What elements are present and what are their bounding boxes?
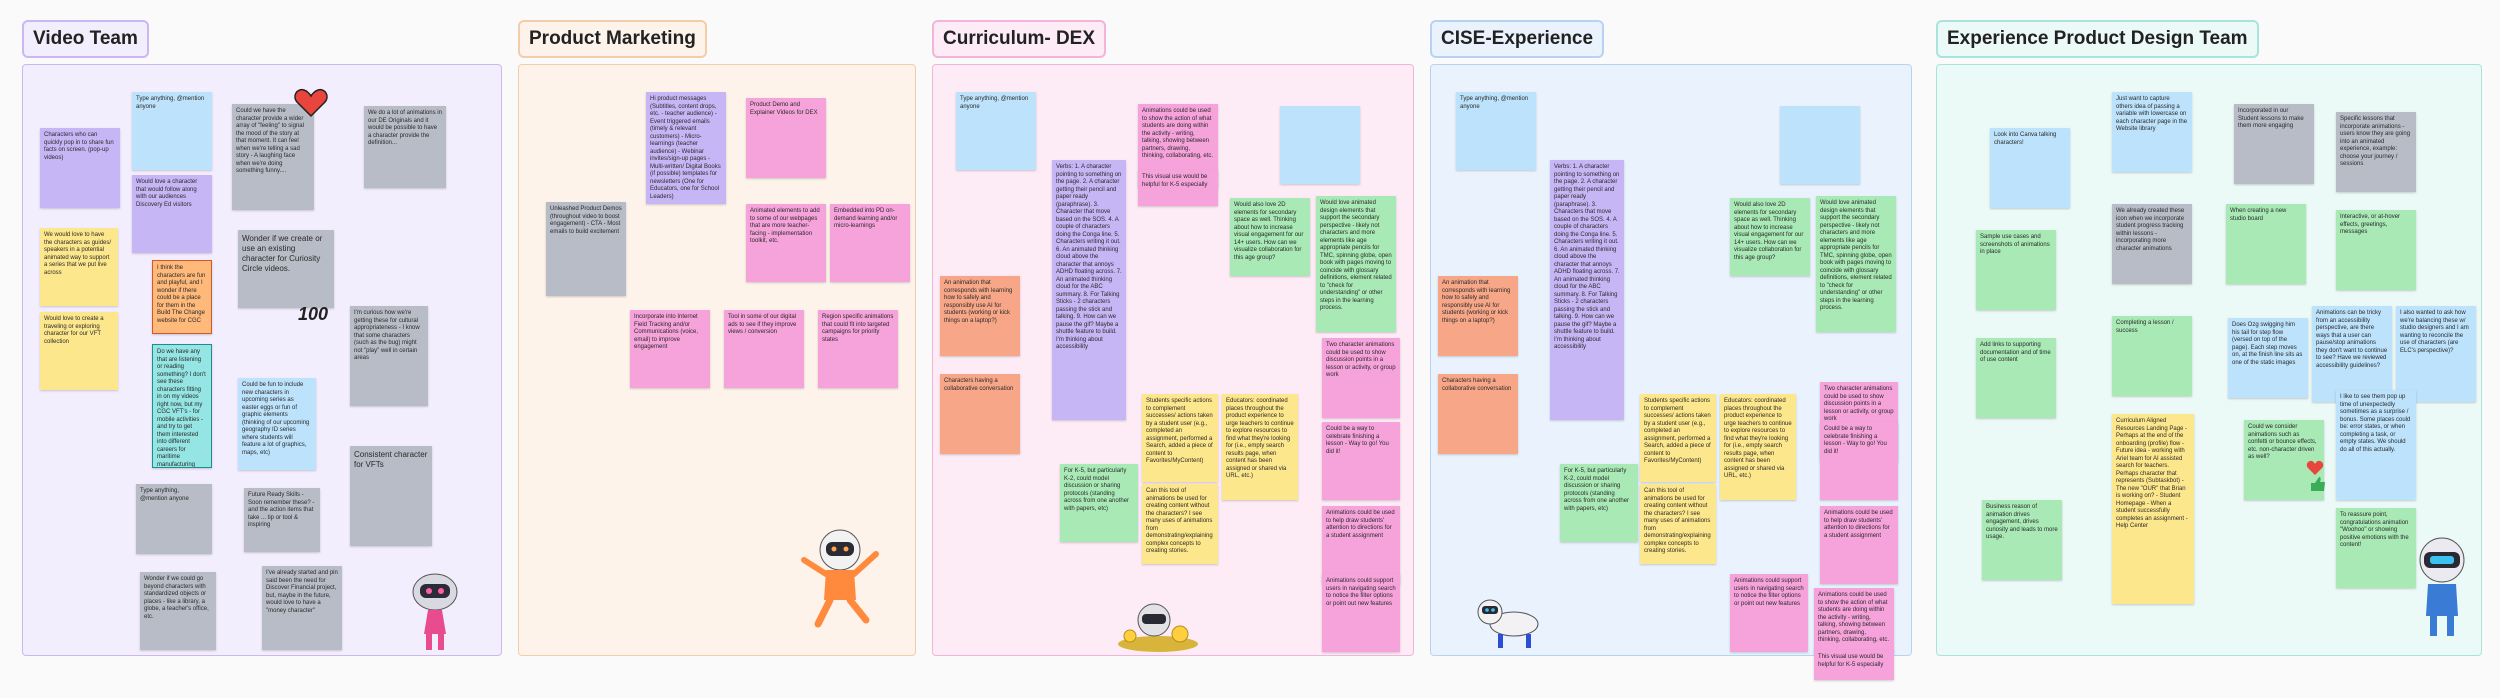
sticky-note[interactable]: Could we consider animations such as con… [2244, 420, 2324, 500]
heart-reaction-icon [2306, 460, 2324, 475]
sticky-note[interactable]: Could be a way to celebrate finishing a … [1820, 422, 1898, 500]
sticky-note[interactable]: Educators: coordinated places throughout… [1222, 394, 1298, 500]
sticky-note[interactable]: Characters having a collaborative conver… [940, 374, 1020, 454]
sticky-note[interactable]: Animations can be tricky from an accessi… [2312, 306, 2392, 402]
sticky-note[interactable]: Animations could support users in naviga… [1730, 574, 1808, 652]
section-title-cise[interactable]: CISE-Experience [1430, 20, 1605, 58]
sticky-note[interactable]: Completing a lesson / success [2112, 316, 2192, 396]
sticky-note[interactable]: Can this tool of animations be used for … [1142, 484, 1218, 564]
sticky-note[interactable]: Future Ready Skills - Soon remember thes… [244, 488, 320, 552]
sticky-note[interactable]: Verbs: 1. A character pointing to someth… [1550, 160, 1624, 420]
sticky-note[interactable]: We would love to have the characters as … [40, 228, 118, 306]
sticky-note[interactable]: Do we have any that are listening or rea… [152, 344, 212, 468]
sticky-note[interactable]: We do a lot of animations in our DE Orig… [364, 106, 446, 188]
sticky-note[interactable]: Would love animated design elements that… [1816, 196, 1896, 332]
sticky-note[interactable]: Embedded into PD on-demand learning and/… [830, 204, 910, 282]
sticky-note[interactable]: Type anything, @mention anyone [132, 92, 212, 170]
sticky-note[interactable]: Would love to create a traveling or expl… [40, 312, 118, 390]
sticky-note[interactable]: Interactive, or at-hover effects, greeti… [2336, 210, 2416, 290]
gold-trophy-character-illustration [1118, 603, 1198, 652]
sticky-note[interactable]: Would also love 2D elements for secondar… [1230, 198, 1310, 276]
sticky-note[interactable]: Would also love 2D elements for secondar… [1730, 198, 1810, 276]
sticky-note[interactable]: Characters who can quickly pop in to sha… [40, 128, 120, 208]
robot-character-illustration [412, 573, 458, 650]
sticky-note[interactable]: Sample use cases and screenshots of anim… [1976, 230, 2056, 310]
section-title-experience-design[interactable]: Experience Product Design Team [1936, 20, 2259, 58]
sticky-note[interactable]: Characters having a collaborative conver… [1438, 374, 1518, 454]
sticky-note[interactable]: Type anything, @mention anyone [1456, 92, 1536, 170]
sticky-note[interactable]: Can this tool of animations be used for … [1640, 484, 1716, 564]
sticky-note[interactable]: Type anything, @mention anyone [956, 92, 1036, 170]
sticky-note[interactable]: I'm curious how we're getting these for … [350, 306, 428, 406]
sticky-note[interactable]: Incorporated in our Student lessons to m… [2234, 104, 2314, 184]
heart-icon [294, 88, 328, 118]
sticky-note[interactable]: Animations could be used to help draw st… [1322, 506, 1400, 584]
sticky-note[interactable]: I like to see them pop up time of unexpe… [2336, 390, 2416, 500]
sticky-note[interactable]: Wonder if we could go beyond characters … [140, 572, 216, 650]
sticky-note[interactable]: An animation that corresponds with learn… [940, 276, 1020, 356]
sticky-note[interactable]: Would love animated design elements that… [1316, 196, 1396, 332]
astronaut-character-illustration [801, 529, 879, 628]
sticky-note[interactable]: An animation that corresponds with learn… [1438, 276, 1518, 356]
sticky-note[interactable]: Region specific animations that could fi… [818, 310, 898, 388]
sticky-note[interactable]: This visual use would be helpful for K-5… [1138, 170, 1218, 206]
sticky-note[interactable]: Look into Canva talking characters! [1990, 128, 2070, 208]
thumbs-up-reaction-icon [2311, 477, 2325, 491]
sticky-note[interactable]: For K-5, but particularly K-2, could mod… [1060, 464, 1138, 542]
sticky-note[interactable]: When creating a new studio board [2226, 204, 2306, 284]
sticky-note[interactable]: Curriculum Aligned Resources Landing Pag… [2112, 414, 2194, 604]
sticky-note[interactable]: Unleashed Product Demos (throughout vide… [546, 202, 626, 296]
sticky-note[interactable]: Would love a character that would follow… [132, 175, 212, 253]
sticky-note[interactable]: Students specific actions to complement … [1142, 394, 1218, 482]
robot-vr-character-illustration [2419, 537, 2465, 636]
sticky-note[interactable]: Could be a way to celebrate finishing a … [1322, 422, 1400, 500]
doodle-100-icon: 100 [298, 304, 328, 324]
sticky-note[interactable]: Two character animations could be used t… [1322, 338, 1400, 418]
sticky-note[interactable]: Tool in some of our digital ads to see i… [724, 310, 804, 388]
sticky-note[interactable]: Animations could be used to help draw st… [1820, 506, 1898, 584]
sticky-note[interactable]: Animations could be used to show the act… [1814, 588, 1894, 652]
sticky-note[interactable]: Could we have the character provide a wi… [232, 104, 314, 210]
sticky-note[interactable]: Hi product messages (Subtitles, content … [646, 92, 726, 204]
sticky-note[interactable]: Verbs: 1. A character pointing to someth… [1052, 160, 1126, 420]
sticky-note[interactable]: Educators: coordinated places throughout… [1720, 394, 1796, 500]
section-title-product-marketing[interactable]: Product Marketing [518, 20, 707, 58]
sticky-note[interactable]: Specific lessons that incorporate animat… [2336, 112, 2416, 192]
sticky-note[interactable]: Students specific actions to complement … [1640, 394, 1716, 482]
section-title-curriculum[interactable]: Curriculum- DEX [932, 20, 1107, 58]
sticky-note[interactable]: I also wanted to ask how we're balancing… [2396, 306, 2476, 402]
sticky-note[interactable]: Consistent character for VFTs [350, 446, 432, 546]
sticky-note[interactable]: Does Ozg swigging him his tail for step … [2228, 318, 2308, 398]
sticky-note[interactable]: Type anything, @mention anyone [136, 484, 212, 554]
sticky-note[interactable]: I've already started and pin said been t… [262, 566, 342, 650]
sticky-note[interactable]: I think the characters are fun and playf… [152, 260, 212, 334]
sticky-note[interactable]: This visual use would be helpful for K-5… [1814, 650, 1894, 680]
sticky-note[interactable]: We already created these icon when we in… [2112, 204, 2192, 284]
sticky-note[interactable]: To reassure point, congratulations anima… [2336, 508, 2416, 588]
sticky-note[interactable]: Animations could support users in naviga… [1322, 574, 1400, 652]
sticky-note[interactable]: Add links to supporting documentation an… [1976, 338, 2056, 418]
section-title-video-team[interactable]: Video Team [22, 20, 149, 58]
sticky-note[interactable]: For K-5, but particularly K-2, could mod… [1560, 464, 1638, 542]
sticky-note[interactable]: Just want to capture others idea of pass… [2112, 92, 2192, 172]
sticky-note[interactable]: Incorporate into Internet Field Tracking… [630, 310, 710, 388]
robot-dog-character-illustration [1477, 599, 1539, 648]
sticky-note[interactable] [1780, 106, 1860, 184]
sticky-note[interactable]: Could be fun to include new characters i… [238, 378, 316, 470]
sticky-note[interactable]: Business reason of animation drives enga… [1982, 500, 2062, 580]
sticky-note[interactable] [1280, 106, 1360, 184]
sticky-note[interactable]: Animated elements to add to some of our … [746, 204, 826, 282]
svg-text:100: 100 [298, 304, 328, 324]
sticky-note[interactable]: Wonder if we create or use an existing c… [238, 230, 334, 308]
sticky-note[interactable]: Product Demo and Explainer Videos for DE… [746, 98, 826, 178]
